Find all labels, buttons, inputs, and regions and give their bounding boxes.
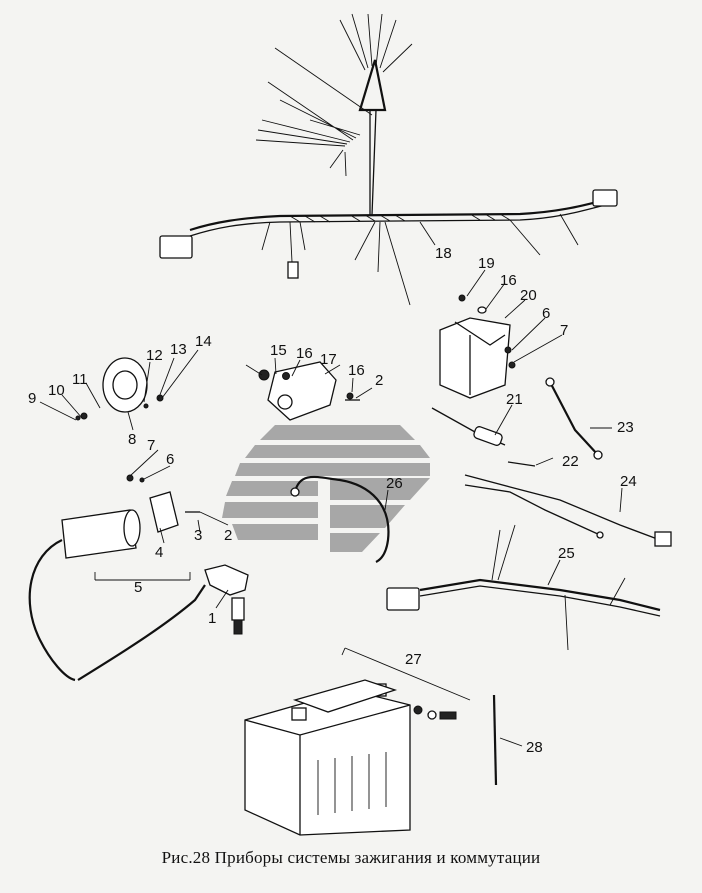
- battery: [244, 679, 457, 836]
- callout-24: 24: [620, 473, 637, 490]
- callout-4: 4: [155, 544, 163, 561]
- sub-harness-24: [464, 474, 672, 547]
- callout-26: 26: [386, 475, 403, 492]
- callout-18: 18: [435, 245, 452, 262]
- callout-17: 17: [320, 351, 337, 368]
- voltage-regulator: [439, 294, 516, 399]
- callout-6a: 6: [542, 305, 550, 322]
- callout-12: 12: [146, 347, 163, 364]
- callout-19: 19: [478, 255, 495, 272]
- ground-cable: [290, 475, 390, 563]
- callout-27: 27: [405, 651, 422, 668]
- callout-6b: 6: [166, 451, 174, 468]
- callout-23: 23: [617, 419, 634, 436]
- callout-7b: 7: [147, 437, 155, 454]
- leader-lines: [39, 221, 623, 747]
- callout-11: 11: [72, 371, 88, 388]
- contact-breaker: [75, 357, 164, 483]
- callout-14: 14: [195, 333, 212, 350]
- callout-8: 8: [128, 431, 136, 448]
- callout-2b: 2: [224, 527, 232, 544]
- callout-16a: 16: [296, 345, 313, 362]
- callout-7a: 7: [560, 322, 568, 339]
- ignition-coil: [28, 491, 206, 682]
- switch-block: [258, 361, 360, 421]
- jumper-wires: [431, 377, 603, 467]
- lighting-harness: [386, 524, 661, 651]
- spark-plug: [204, 564, 249, 635]
- callout-2a: 2: [375, 372, 383, 389]
- callout-3: 3: [194, 527, 202, 544]
- callout-13: 13: [170, 341, 187, 358]
- callout-15: 15: [270, 342, 287, 359]
- callout-25: 25: [558, 545, 575, 562]
- callout-16c: 16: [500, 272, 517, 289]
- callout-16b: 16: [348, 362, 365, 379]
- watermark-logo: [222, 425, 430, 552]
- callout-20: 20: [520, 287, 537, 304]
- callout-21: 21: [506, 391, 523, 408]
- callout-22: 22: [562, 453, 579, 470]
- rod: [492, 694, 498, 786]
- callout-9: 9: [28, 390, 36, 407]
- callout-10: 10: [48, 382, 65, 399]
- callout-28: 28: [526, 739, 543, 756]
- callout-numbers: 1 2 2 3 4 5 6 6 7 7 8 9 10 11 12 13 14 1…: [28, 245, 637, 756]
- main-wiring-harness: [159, 13, 618, 306]
- callout-5: 5: [134, 579, 142, 596]
- callout-1: 1: [208, 610, 216, 627]
- figure-caption: Рис.28 Приборы системы зажигания и комму…: [161, 848, 541, 867]
